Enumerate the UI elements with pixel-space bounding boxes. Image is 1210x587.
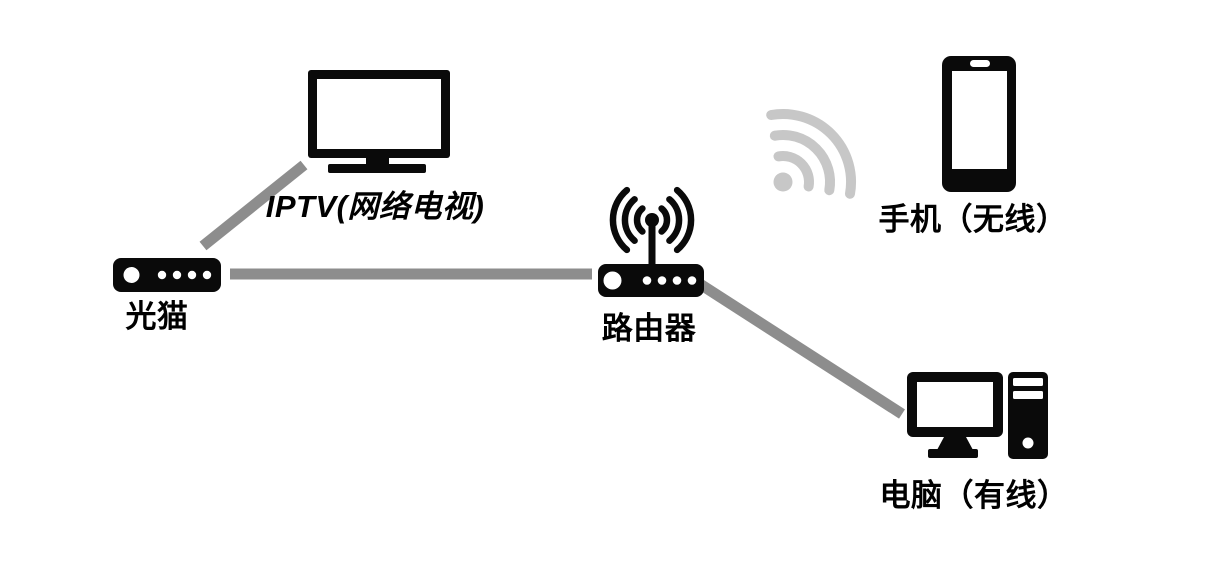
modem-label: 光猫 xyxy=(125,299,189,334)
pc-label: 电脑（有线） xyxy=(879,478,1069,513)
smartphone-icon xyxy=(942,56,1016,192)
wireless-router-icon xyxy=(598,186,704,297)
optical-modem-icon xyxy=(113,258,221,292)
cable-router-to-pc xyxy=(697,279,905,419)
iptv-label: IPTV(网络电视) xyxy=(265,189,485,224)
tv-icon xyxy=(308,70,450,173)
router-label: 路由器 xyxy=(601,311,697,346)
desktop-computer-icon xyxy=(907,372,1048,459)
wifi-signal-icon xyxy=(766,108,857,199)
phone-label: 手机（无线） xyxy=(878,202,1068,237)
cable-modem-to-iptv xyxy=(199,160,308,251)
